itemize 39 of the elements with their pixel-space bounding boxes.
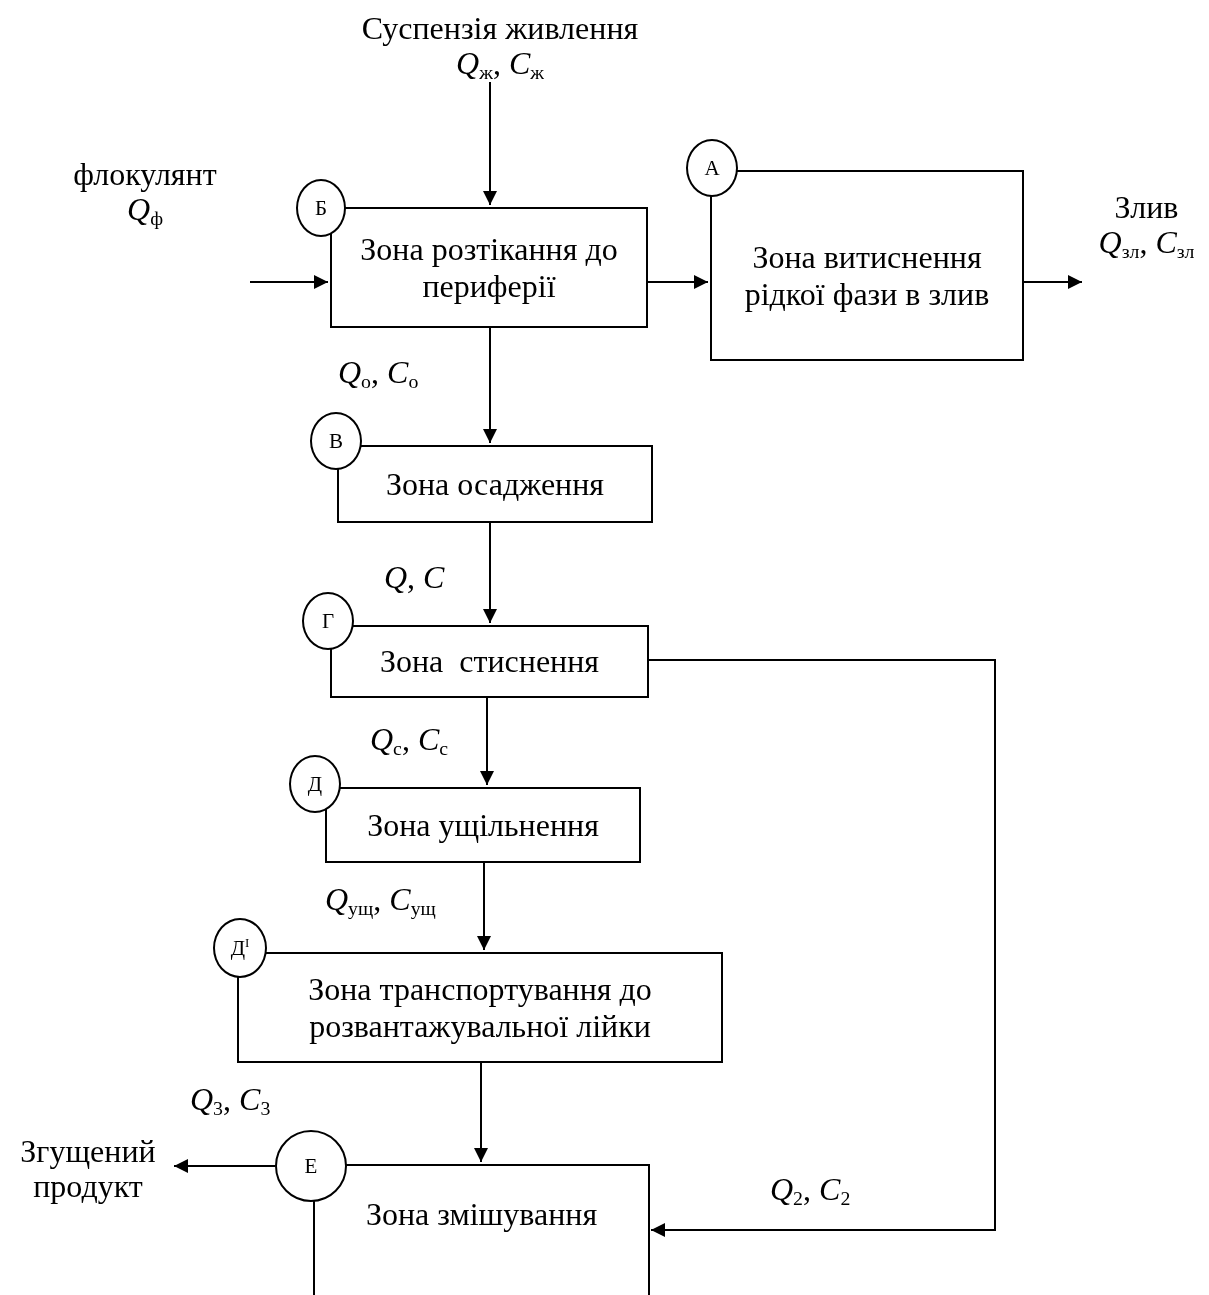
arrow	[173, 1159, 276, 1173]
zone-letter: В	[329, 428, 343, 454]
zone-box	[330, 207, 648, 328]
arrow	[249, 275, 329, 289]
zone-marker-circle	[302, 592, 354, 650]
arrow	[1023, 275, 1083, 289]
stream-name: Злив	[1114, 189, 1179, 225]
flow-parameters: Q$_{зл}$, C$_{зл}$	[1098, 224, 1195, 263]
zone-label: Зона осадження	[385, 465, 605, 503]
zone-marker-circle	[686, 139, 738, 197]
zone-letter: Г	[321, 608, 335, 634]
zone-label: Зона розтікання до периферії	[359, 230, 619, 305]
zone-label: Зона транспортування до розвантажувальної лійки	[307, 970, 653, 1045]
stream-name: Суспензія живлення	[361, 10, 639, 46]
arrow	[477, 862, 491, 951]
zone-letter: Е	[304, 1153, 318, 1179]
arrow	[483, 522, 497, 624]
arrow	[483, 81, 497, 206]
arrow	[483, 327, 497, 444]
zone-box	[325, 787, 641, 863]
zone-letter: Д	[307, 771, 323, 797]
stream-name: Згущений продукт	[19, 1133, 157, 1205]
arrow	[480, 697, 494, 786]
zone-label: Зона змішування	[365, 1196, 598, 1233]
zone-label: Зона витиснення рідкої фази в злив	[743, 238, 991, 313]
zone-marker-circle	[213, 918, 267, 978]
flow-parameters: Q$_{ж}$, C$_{ж}$	[456, 45, 544, 84]
zone-letter: Д$^{I}$	[230, 935, 250, 961]
zone-label: Зона стиснення	[379, 643, 600, 680]
zone-marker-circle	[289, 755, 341, 813]
arrow	[474, 1062, 488, 1163]
zone-label: Зона ущільнення	[367, 806, 599, 844]
flow-parameters: Q$_{ф}$	[127, 191, 163, 230]
zone-letter: Б	[314, 195, 328, 221]
stream-name: флокулянт	[73, 156, 217, 192]
zone-marker-circle	[296, 179, 346, 237]
zone-marker-circle	[310, 412, 362, 470]
zone-letter: А	[704, 155, 720, 181]
arrow	[647, 275, 709, 289]
